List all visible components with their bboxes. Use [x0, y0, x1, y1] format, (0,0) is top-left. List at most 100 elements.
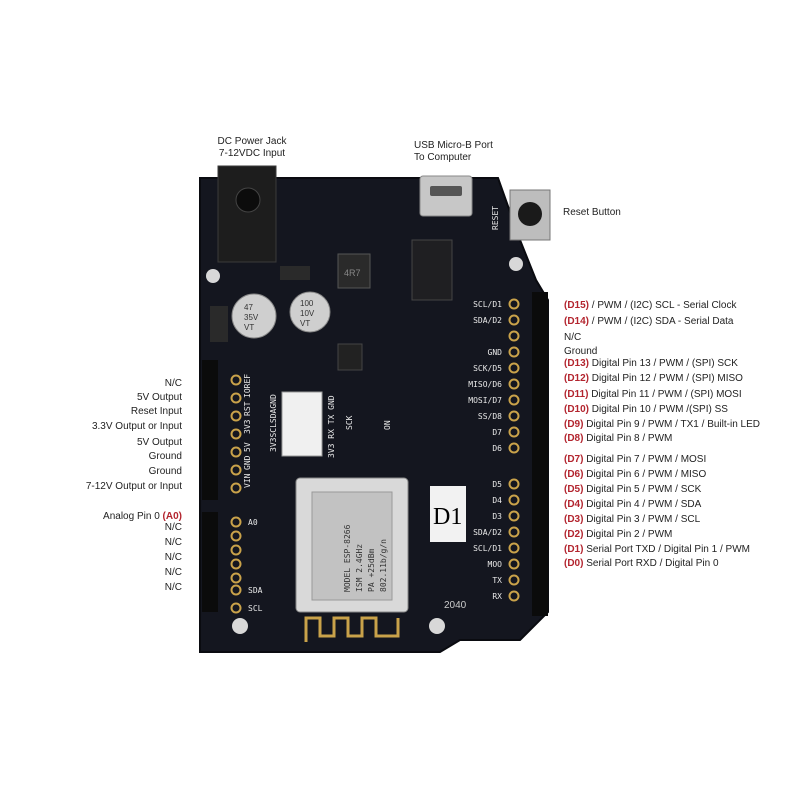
pin-description-text: Ground: [564, 346, 598, 357]
right-pin-silkscreen: MISO/D6: [468, 380, 502, 389]
left-nc-label: N/C: [164, 522, 182, 533]
dc-power-jack: [217, 165, 277, 263]
right-pin-silkscreen: SDA/D2: [473, 528, 502, 537]
pin-tag: (D3): [564, 514, 584, 525]
right-pin-hole: [508, 494, 520, 506]
cap1-line2: 35V: [244, 313, 259, 322]
regulator: [337, 343, 363, 371]
right-pin-hole: [508, 590, 520, 602]
right-pin-silkscreen: D5: [492, 480, 502, 489]
right-pin-silkscreen: SCK/D5: [473, 364, 502, 373]
right-pin-hole: [508, 378, 520, 390]
right-pin-description: (D4) Digital Pin 4 / PWM / SDA: [564, 499, 701, 511]
pin-tag: (D4): [564, 499, 584, 510]
left-pin-description: 3.3V Output or Input: [91, 421, 182, 432]
right-pin-description: (D15) / PWM / (I2C) SCL - Serial Clock: [564, 300, 736, 312]
analog-pin-text: Analog Pin 0: [103, 511, 163, 522]
reset-button-cap: [518, 202, 542, 226]
pin-tag: (D12): [564, 373, 590, 384]
left-pin-hole: [230, 584, 242, 596]
right-pin-header: [532, 292, 548, 616]
pin-description-text: Digital Pin 6 / PWM / MISO: [583, 469, 707, 480]
left-pin-hole: [230, 544, 242, 556]
mounting-hole: [206, 269, 220, 283]
right-pin-description: (D8) Digital Pin 8 / PWM: [564, 433, 672, 445]
pin-tag: (D7): [564, 454, 584, 465]
right-pin-hole: [508, 410, 520, 422]
right-pin-silkscreen: TX: [492, 576, 502, 585]
pin-description-text: Digital Pin 5 / PWM / SCK: [583, 484, 702, 495]
right-pin-description: (D6) Digital Pin 6 / PWM / MISO: [564, 469, 706, 481]
cap1-line1: 47: [244, 303, 253, 312]
pin-description-text: Digital Pin 4 / PWM / SDA: [583, 499, 702, 510]
left-pin-silkscreen: GND: [243, 455, 252, 470]
mounting-hole: [232, 618, 248, 634]
right-pin-description: (D11) Digital Pin 11 / PWM / (SPI) MOSI: [564, 389, 742, 401]
left-nc-label: N/C: [164, 582, 182, 593]
pin-tag: (D6): [564, 469, 584, 480]
pin-description-text: Digital Pin 2 / PWM: [583, 529, 673, 540]
left-pin-description: Reset Input: [130, 406, 182, 417]
right-pin-hole: [508, 542, 520, 554]
pcb-antenna: [304, 616, 400, 642]
right-pin-description: (D13) Digital Pin 13 / PWM / (SPI) SCK: [564, 358, 738, 370]
right-pin-description: (D14) / PWM / (I2C) SDA - Serial Data: [564, 316, 734, 328]
reset-silkscreen: RESET: [491, 206, 500, 230]
cap2-line3: VT: [300, 319, 310, 328]
left-pin-silkscreen: 3V3: [243, 419, 252, 434]
pin-tag: (D13): [564, 358, 590, 369]
on-label: ON: [383, 420, 392, 430]
right-pin-silkscreen: SDA/D2: [473, 316, 502, 325]
smd-chip: [210, 306, 228, 342]
left-pin-hole: [230, 410, 242, 422]
usb-label: USB Micro-B Port To Computer: [414, 140, 493, 164]
right-pin-hole: [508, 558, 520, 570]
left-pin-description: 7-12V Output or Input: [85, 481, 182, 492]
left-pin-description: Ground: [148, 466, 182, 477]
left-nc-label: N/C: [164, 567, 182, 578]
right-pin-hole: [508, 426, 520, 438]
left-pin-description: N/C: [164, 378, 182, 389]
usb-opening: [430, 186, 462, 196]
right-pin-hole: [508, 478, 520, 490]
pin-tag: (D8): [564, 433, 584, 444]
usb-line1: USB Micro-B Port: [414, 140, 493, 151]
dc-jack-label: DC Power Jack 7-12VDC Input: [212, 136, 292, 160]
pin-tag: (D0): [564, 558, 584, 569]
header-top-label: 3V3SCLSDAGND: [269, 394, 278, 452]
left-nc-label: N/C: [164, 552, 182, 563]
right-pin-hole: [508, 442, 520, 454]
left-pin-header-analog: [202, 512, 218, 612]
left-pin-silkscreen: RST: [243, 401, 252, 416]
left-pin-description: Ground: [148, 451, 182, 462]
pin-tag: (D1): [564, 544, 584, 555]
capacitor-47uf: [231, 293, 277, 339]
sck-label: SCK: [345, 415, 354, 430]
capacitor-100uf: [289, 291, 331, 333]
pin-tag: (D14): [564, 316, 590, 327]
left-pin-header-power: [202, 360, 218, 500]
right-pin-hole: [508, 526, 520, 538]
pin-description-text: N/C: [564, 332, 582, 343]
right-pin-silkscreen: GND: [488, 348, 503, 357]
header-side-label: 3V3 RX TX GND: [327, 395, 336, 458]
right-pin-description: (D12) Digital Pin 12 / PWM / (SPI) MISO: [564, 373, 743, 385]
left-pin-silkscreen: SCL: [248, 604, 263, 613]
right-pin-hole: [508, 510, 520, 522]
left-pin-hole: [230, 446, 242, 458]
left-pin-silkscreen: 5V: [243, 442, 252, 452]
analog-pin-label: Analog Pin 0 (A0): [2, 511, 182, 523]
right-pin-description: (D5) Digital Pin 5 / PWM / SCK: [564, 484, 701, 496]
dc-jack-line2: 7-12VDC Input: [218, 148, 286, 159]
right-pin-description: (D9) Digital Pin 9 / PWM / TX1 / Built-i…: [564, 419, 760, 431]
usb-line2: To Computer: [414, 152, 472, 163]
analog-pin-tag: (A0): [162, 511, 182, 522]
year-label: 2040: [444, 600, 467, 611]
left-pin-silkscreen: SDA: [248, 586, 263, 595]
right-pin-silkscreen: D3: [492, 512, 502, 521]
left-pin-hole: [230, 428, 242, 440]
pin-description-text: Digital Pin 9 / PWM / TX1 / Built-in LED: [583, 419, 760, 430]
pin-tag: (D10): [564, 404, 590, 415]
